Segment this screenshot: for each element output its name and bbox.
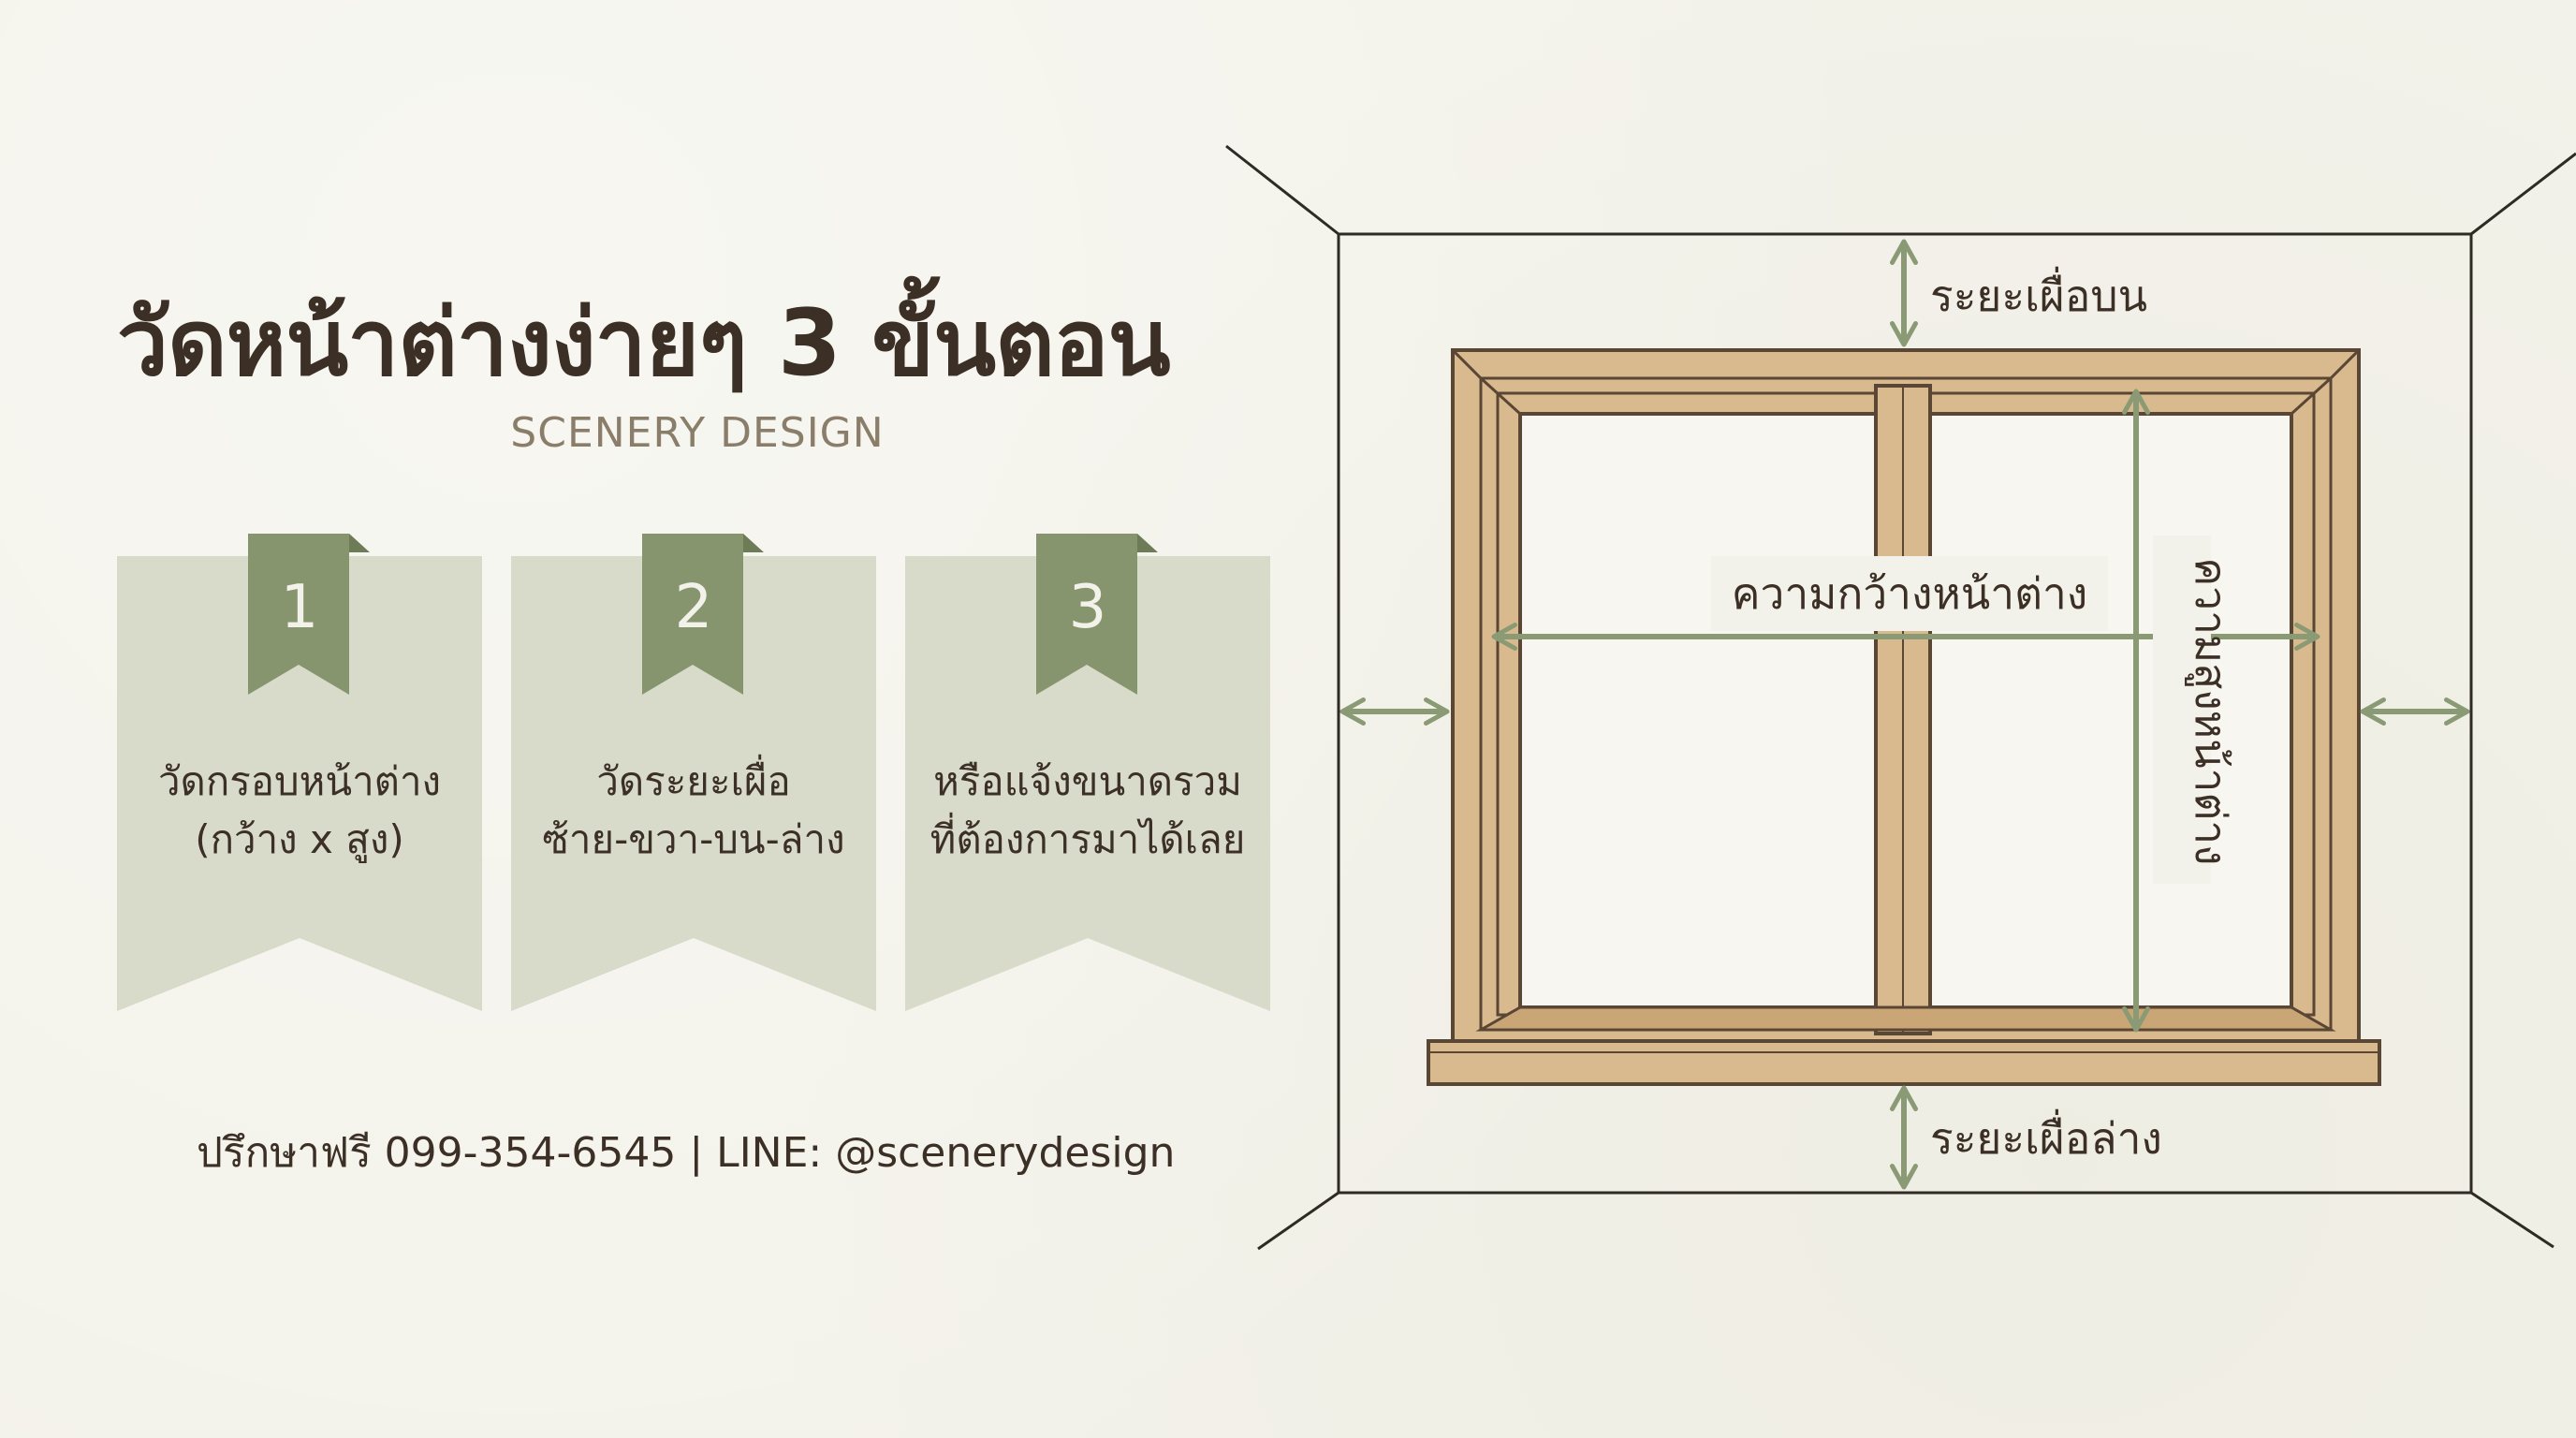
step-line-2: ที่ต้องการมาได้เลย: [929, 816, 1246, 862]
ceiling-line-right: [2470, 152, 2576, 236]
step-number-badge: 3: [1068, 573, 1107, 642]
page-title: วัดหน้าต่างง่ายๆ 3 ขั้นตอน: [117, 290, 1171, 397]
window-width-label: ความกว้างหน้าต่าง: [1732, 568, 2088, 619]
window-sill: [1427, 1039, 2381, 1086]
step-description: วัดกรอบหน้าต่าง (กว้าง x สูง): [117, 753, 482, 869]
step-card-shape: [905, 534, 1270, 1011]
ceiling-line-left: [1225, 144, 1339, 236]
brand-name: SCENERY DESIGN: [510, 409, 885, 457]
step-line-1: วัดระยะเผื่อ: [596, 758, 791, 804]
floor-line-right: [2470, 1191, 2554, 1249]
contact-info: ปรึกษาฟรี 099-354-6545 | LINE: @sceneryd…: [197, 1129, 1176, 1177]
window-height-label: ความสูงหน้าต่าง: [2185, 557, 2236, 865]
room-back-wall: [1337, 232, 2473, 1195]
step-card-shape: [511, 534, 876, 1011]
top-margin-label: ระยะเผื่อบน: [1930, 266, 2147, 321]
step-line-2: ซ้าย-ขวา-บน-ล่าง: [542, 816, 845, 862]
step-card-1: 1 วัดกรอบหน้าต่าง (กว้าง x สูง): [117, 534, 482, 1011]
step-line-2: (กว้าง x สูง): [195, 816, 404, 862]
window-glass-right: [1928, 412, 2293, 1009]
width-label-background: [1711, 556, 2108, 631]
step-card-3: 3 หรือแจ้งขนาดรวม ที่ต้องการมาได้เลย: [905, 534, 1270, 1011]
height-label-background: [2153, 536, 2211, 884]
bottom-margin-label: ระยะเผื่อล่าง: [1930, 1108, 2162, 1164]
step-card-2: 2 วัดระยะเผื่อ ซ้าย-ขวา-บน-ล่าง: [511, 534, 876, 1011]
floor-line-left: [1257, 1191, 1339, 1251]
step-number-badge: 1: [280, 573, 319, 642]
step-description: หรือแจ้งขนาดรวม ที่ต้องการมาได้เลย: [905, 753, 1270, 869]
step-number-badge: 2: [674, 573, 713, 642]
step-description: วัดระยะเผื่อ ซ้าย-ขวา-บน-ล่าง: [511, 753, 876, 869]
window-glass-left: [1518, 412, 1878, 1009]
step-card-shape: [117, 534, 482, 1011]
step-line-1: หรือแจ้งขนาดรวม: [933, 758, 1242, 804]
window-frame: [1427, 348, 2381, 1086]
room-perspective-lines: [1225, 144, 2576, 1251]
step-line-1: วัดกรอบหน้าต่าง: [157, 758, 442, 804]
